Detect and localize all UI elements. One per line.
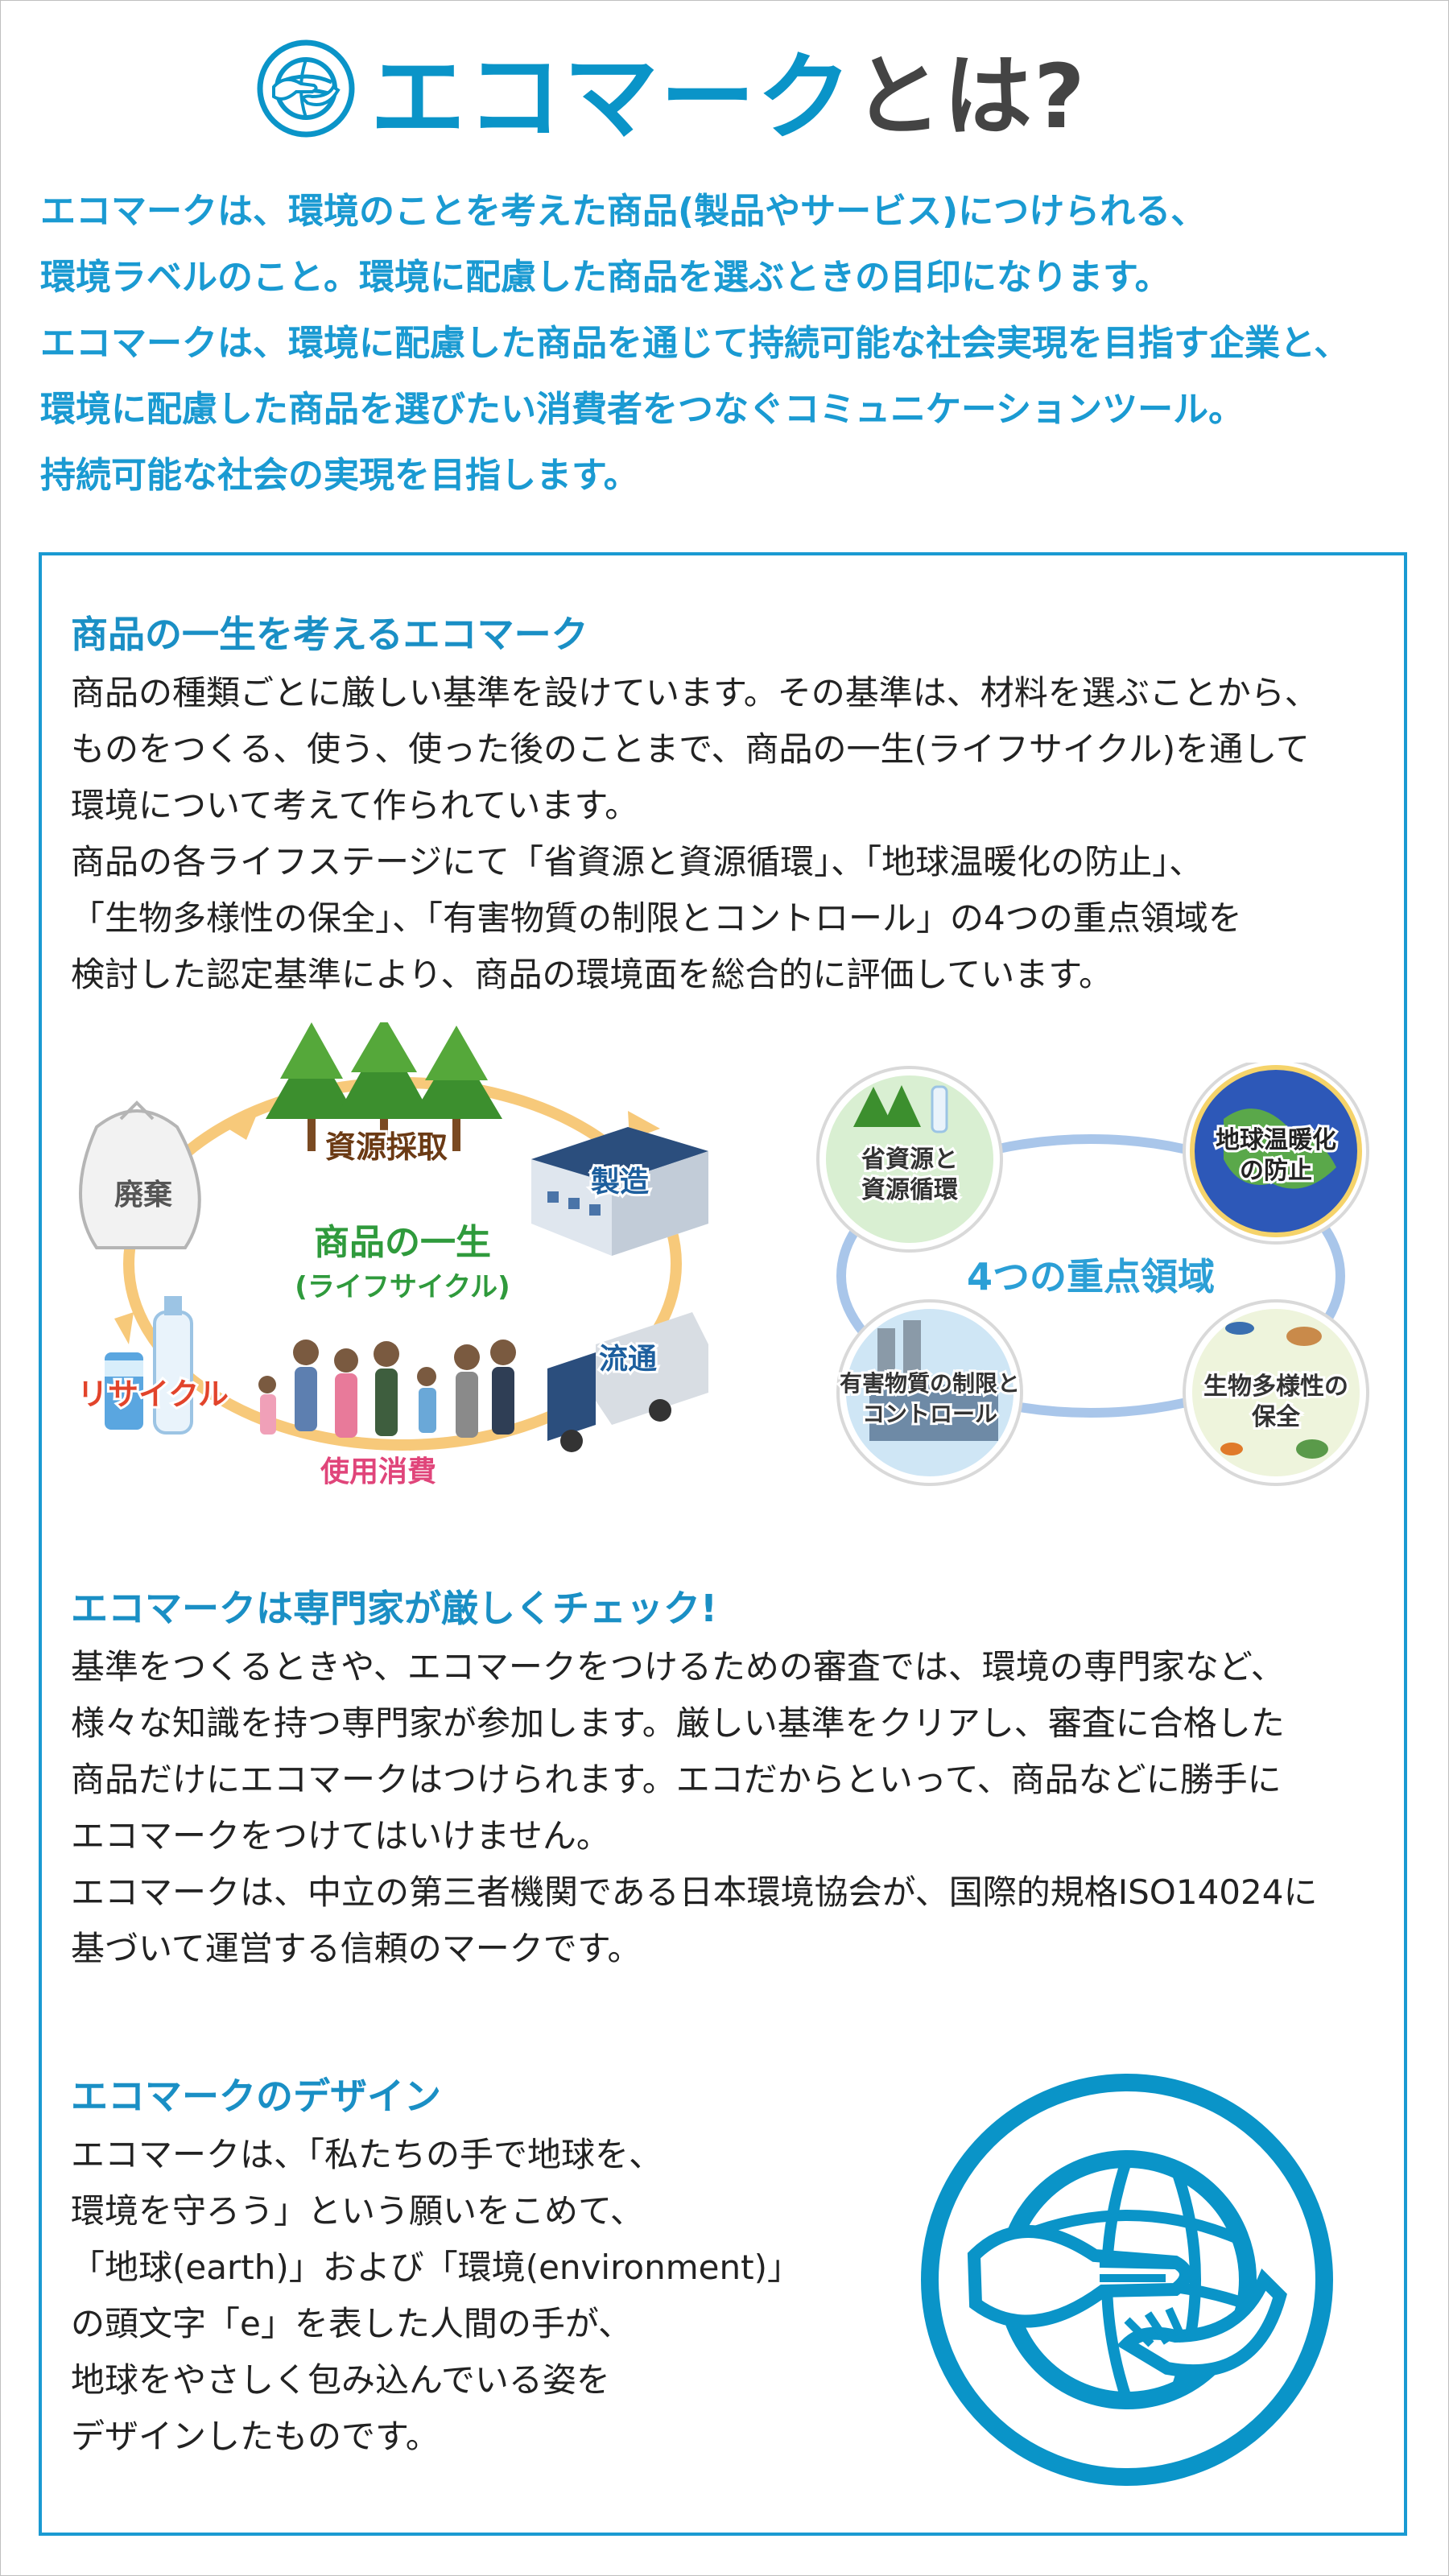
focus-ring (836, 1134, 1345, 1418)
intro-line: エコマークは、環境のことを考えた商品(製品やサービス)につけられる、 (40, 191, 1207, 232)
tree-bottle-icon (853, 1085, 948, 1133)
body-line: 基準をつくるときや、エコマークをつけるための審査では、環境の専門家など、 (71, 1647, 1285, 1686)
factory-icon (531, 1127, 708, 1256)
page-title: エコマーク とは? (256, 32, 1087, 153)
stage-distribution: 流通 (599, 1343, 657, 1376)
body-line: 商品の各ライフステージにて「省資源と資源循環」、「地球温暖化の防止」、 (71, 842, 1203, 881)
focus-area-warming: 地球温暖化 の防止 (1183, 1063, 1369, 1245)
body-line: 商品の種類ごとに厳しい基準を設けています。その基準は、材料を選ぶことから、 (71, 673, 1319, 712)
body-line: 「生物多様性の保全」、「有害物質の制限とコントロール」の4つの重点領域を (71, 898, 1242, 938)
body-line: 地球をやさしく包み込んでいる姿を (71, 2360, 610, 2400)
title-main: エコマーク (370, 41, 854, 153)
area-label: 有害物質の制限と (840, 1370, 1020, 1397)
intro-text: エコマークは、環境のことを考えた商品(製品やサービス)につけられる、 環境ラベル… (40, 179, 1425, 509)
check-body: 基準をつくるときや、エコマークをつけるための審査では、環境の専門家など、 様々な… (71, 1639, 1317, 1977)
area-label: 保全 (1252, 1403, 1301, 1431)
lifecycle-body: 商品の種類ごとに厳しい基準を設けています。その基準は、材料を選ぶことから、 もの… (71, 665, 1319, 1003)
body-line: ものをつくる、使う、使った後のことまで、商品の一生(ライフサイクル)を通して (71, 729, 1310, 769)
truck-icon (547, 1312, 708, 1452)
animals-icon (1220, 1322, 1328, 1459)
ecomark-large-icon (921, 2074, 1333, 2486)
area-label: の防止 (1240, 1157, 1312, 1185)
family-icon (258, 1340, 516, 1438)
body-line: の頭文字「e」を表した人間の手が、 (71, 2304, 633, 2343)
check-heading: エコマークは専門家が厳しくチェック! (71, 1587, 717, 1630)
stage-manufacturing: 製造 (591, 1166, 649, 1199)
body-line: 環境について考えて作られています。 (71, 786, 639, 825)
ecomark-logo-icon (257, 39, 355, 138)
design-body: エコマークは、「私たちの手で地球を、 環境を守ろう」という願いをこめて、 「地球… (71, 2127, 801, 2465)
tree-icon (411, 1026, 502, 1151)
body-line: 「地球(earth)」および「環境(environment)」 (71, 2248, 801, 2287)
focus-area-resource: 省資源と 資源循環 (816, 1066, 1003, 1253)
design-heading: エコマークのデザイン (71, 2074, 441, 2118)
area-label: 地球温暖化 (1216, 1126, 1336, 1154)
bottle-can-icon (105, 1296, 193, 1435)
intro-line: 持続可能な社会の実現を目指します。 (40, 455, 639, 496)
intro-line: エコマークは、環境に配慮した商品を通じて持続可能な社会実現を目指す企業と、 (40, 323, 1350, 364)
lifecycle-center-title: 商品の一生 (314, 1222, 491, 1263)
factory-icon (869, 1320, 998, 1441)
body-line: 環境を守ろう」という願いをこめて、 (71, 2191, 644, 2231)
body-line: エコマークは、「私たちの手で地球を、 (71, 2135, 663, 2174)
body-line: 様々な知識を持つ専門家が参加します。厳しい基準をクリアし、審査に合格した (71, 1703, 1285, 1743)
tree-icon (335, 1022, 433, 1151)
body-line: 基づいて運営する信頼のマークです。 (71, 1929, 642, 1968)
tree-icon (266, 1022, 357, 1151)
ring-arrow-icon (114, 1312, 134, 1344)
stage-disposal: 廃棄 (114, 1179, 173, 1212)
area-label: コントロール (862, 1401, 997, 1427)
focus-area-harmful: 有害物質の制限と コントロール (836, 1299, 1023, 1486)
intro-line: 環境に配慮した商品を選びたい消費者をつなぐコミュニケーションツール。 (40, 389, 1245, 430)
title-suffix: とは? (853, 45, 1087, 148)
area-label: 省資源と (861, 1146, 958, 1174)
garbage-bag-icon (79, 1100, 201, 1249)
globe-icon (1224, 1108, 1336, 1189)
body-line: 商品だけにエコマークはつけられます。エコだからといって、商品などに勝手に (71, 1760, 1282, 1799)
body-line: デザインしたものです。 (71, 2417, 440, 2456)
area-label: 資源循環 (861, 1176, 959, 1204)
area-label: 生物多様性の (1203, 1373, 1348, 1401)
body-line: エコマークは、中立の第三者機関である日本環境協会が、国際的規格ISO14024に (71, 1872, 1318, 1912)
body-line: エコマークをつけてはいけません。 (71, 1816, 610, 1856)
lifecycle-center-sub: (ライフサイクル) (295, 1271, 510, 1303)
lifecycle-diagram: 資源採取 製造 流通 使用消費 リサイクル 廃棄 (75, 1022, 708, 1491)
ring-arrow-icon (225, 1113, 258, 1140)
content-box (39, 552, 1407, 2536)
stage-recycle: リサイクル (77, 1377, 229, 1412)
stage-consumption: 使用消費 (320, 1455, 436, 1488)
stage-extraction: 資源採取 (325, 1129, 448, 1165)
intro-line: 環境ラベルのこと。環境に配慮した商品を選ぶときの目印になります。 (40, 257, 1170, 298)
focus-area-biodiversity: 生物多様性の 保全 (1183, 1299, 1369, 1486)
focus-center-label: 4つの重点領域 (967, 1255, 1215, 1298)
lifecycle-heading: 商品の一生を考えるエコマーク (71, 613, 588, 656)
focus-areas-diagram: 4つの重点領域 省資源と 資源循環 地球温暖化 の防止 有害物質の制限と コント… (816, 1063, 1369, 1486)
body-line: 検討した認定基準により、商品の環境面を総合的に評価しています。 (71, 955, 1113, 994)
